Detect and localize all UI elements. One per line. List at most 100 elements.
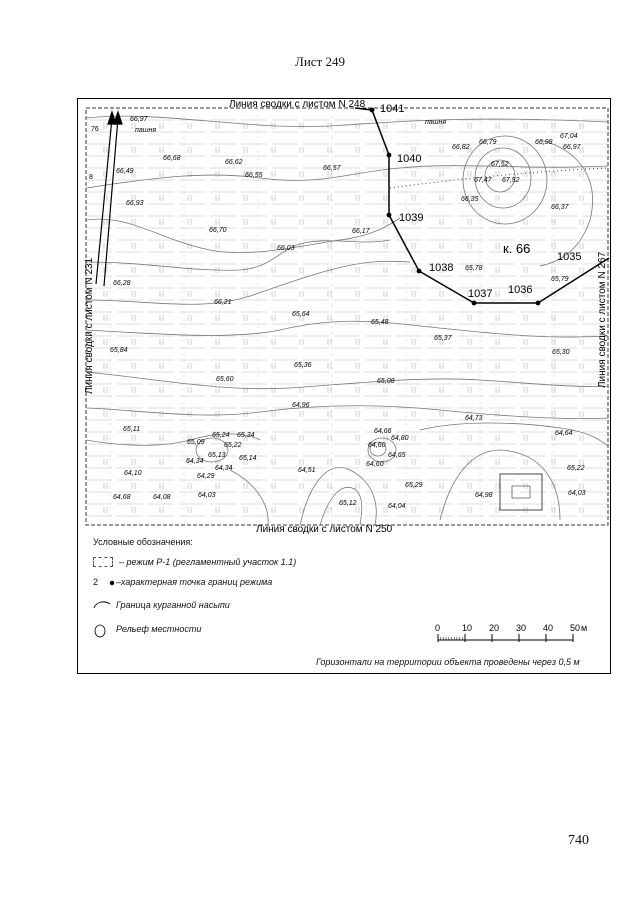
- elevation-mark: 65,11: [123, 426, 140, 433]
- contour-interval-note: Горизонтали на территории объекта провед…: [316, 657, 580, 667]
- elevation-mark: 64,66: [374, 428, 392, 435]
- elevation-mark: 66,98: [535, 139, 553, 146]
- legend-item-label: Граница курганной насыпи: [116, 600, 230, 610]
- elevation-mark: 64,73: [465, 415, 483, 422]
- elevation-mark: 65,22: [567, 465, 585, 472]
- legend-mound-icon: [93, 601, 111, 609]
- elevation-mark: 66,17: [352, 228, 371, 235]
- elevation-mark: 64,98: [475, 492, 493, 499]
- elevation-mark: 66,68: [163, 155, 181, 162]
- boundary-point: [369, 107, 375, 113]
- elevation-mark: 64,68: [113, 494, 131, 501]
- boundary-point: [416, 268, 422, 274]
- boundary-point-label: 1036: [508, 284, 532, 296]
- elevation-mark: 65,34: [237, 432, 255, 439]
- elevation-mark: 65,24: [212, 432, 230, 439]
- elevation-mark: 64,60: [366, 461, 384, 468]
- scale-tick-label: 20: [489, 623, 499, 633]
- elevation-mark: 66,28: [113, 280, 131, 287]
- elevation-mark: 67,47: [474, 177, 493, 184]
- legend-item-label: – режим Р-1 (регламентный участок 1.1): [119, 557, 297, 567]
- elevation-mark: 65,64: [292, 311, 310, 318]
- elevation-mark: 66,49: [116, 168, 134, 175]
- elevation-mark: 66,37: [551, 204, 570, 211]
- corner-mark-top: 76: [91, 126, 99, 133]
- elevation-mark: 65,09: [187, 439, 205, 446]
- map-frame: [77, 98, 611, 674]
- elevation-mark: 64,03: [568, 490, 586, 497]
- elevation-mark: 64,80: [391, 435, 409, 442]
- legend-item-regime: : – режим Р-1 (регламентный участок 1.1): [93, 557, 296, 567]
- boundary-point-label: 1035: [557, 251, 581, 263]
- elevation-mark: 65,08: [377, 378, 395, 385]
- elevation-mark: 65,13: [208, 452, 226, 459]
- elevation-mark: 64,08: [153, 494, 171, 501]
- scale-tick-label: 40: [543, 623, 553, 633]
- legend-item-relief: Рельеф местности: [116, 624, 201, 634]
- boundary-point: [386, 212, 392, 218]
- scale-tick-label: 10: [462, 623, 472, 633]
- elevation-mark: 64,64: [555, 430, 573, 437]
- elevation-mark: 65,84: [110, 347, 128, 354]
- elevation-mark: 65,36: [294, 362, 312, 369]
- field-label-left: пашня: [135, 127, 156, 134]
- elevation-mark: 64,65: [388, 452, 406, 459]
- elevation-mark: 65,37: [434, 335, 453, 342]
- elevation-mark: 64,34: [215, 465, 233, 472]
- elevation-mark: 64,51: [298, 467, 316, 474]
- elevation-mark: 65,30: [552, 349, 570, 356]
- boundary-point: [471, 300, 477, 306]
- boundary-point-label: 1038: [429, 262, 453, 274]
- elevation-mark: 65,60: [216, 376, 234, 383]
- elevation-mark: 66,21: [214, 299, 232, 306]
- elevation-mark: 66,97: [130, 116, 149, 123]
- elevation-mark: 64,96: [292, 402, 310, 409]
- elevation-mark: 66,35: [461, 196, 479, 203]
- elevation-mark: 66,57: [323, 165, 342, 172]
- elevation-mark: 66,82: [452, 144, 470, 151]
- boundary-point-label: 1039: [399, 212, 423, 224]
- summary-line-left: Линия сводки с листом N 231: [84, 257, 95, 394]
- elevation-mark: 64,03: [198, 492, 216, 499]
- sheet-title: Лист 249: [295, 54, 345, 69]
- boundary-line: [354, 107, 610, 304]
- legend-marker-point: [109, 580, 115, 586]
- legend-item-label: Рельеф местности: [116, 624, 202, 634]
- elevation-mark: 65,78: [465, 265, 483, 272]
- elevation-mark: 65,29: [405, 482, 423, 489]
- boundary-point: [386, 152, 392, 158]
- elevation-mark: 65,14: [239, 455, 257, 462]
- regime-hatch-grid: [86, 108, 608, 525]
- elevation-mark: 66,93: [126, 200, 144, 207]
- elevation-mark: 65,12: [339, 500, 357, 507]
- elevation-mark: 64,34: [186, 458, 204, 465]
- boundary-point-label: 1037: [468, 288, 492, 300]
- scale-unit: м: [581, 623, 587, 633]
- elevation-mark: 67,04: [560, 133, 578, 140]
- elevation-mark: 66,03: [277, 245, 295, 252]
- elevation-mark: 64,29: [197, 473, 215, 480]
- legend-point-marker: 2: [93, 577, 99, 587]
- boundary-point-label: 1041: [380, 103, 404, 115]
- building-outline: [499, 473, 543, 511]
- elevation-mark: 65,48: [371, 319, 389, 326]
- elevation-mark: 64,60: [368, 442, 386, 449]
- elevation-mark: 67,52: [502, 177, 520, 184]
- scale-tick-label: 30: [516, 623, 526, 633]
- elevation-mark: 66,70: [209, 227, 227, 234]
- summary-line-bottom: Линия сводки с листом N 250: [256, 524, 393, 535]
- legend-relief-icon: [94, 624, 106, 638]
- elevation-mark: 64,10: [124, 470, 142, 477]
- legend-item-label: –характерная точка границ режима: [116, 577, 273, 587]
- scale-tick-label: 0: [435, 623, 440, 633]
- legend-item-point: 2 –характерная точка границ режима: [93, 577, 272, 587]
- page-number: 740: [568, 833, 589, 848]
- elevation-mark: 65,79: [551, 276, 569, 283]
- map-area-border: [85, 107, 609, 526]
- building-inner: [511, 485, 531, 499]
- elevation-marks: 66,9766,6866,6266,5566,5766,4966,9366,70…: [110, 116, 586, 510]
- elevation-mark: 67,52: [491, 161, 509, 168]
- summary-line-right: Линия сводки с листом N 267: [597, 251, 608, 388]
